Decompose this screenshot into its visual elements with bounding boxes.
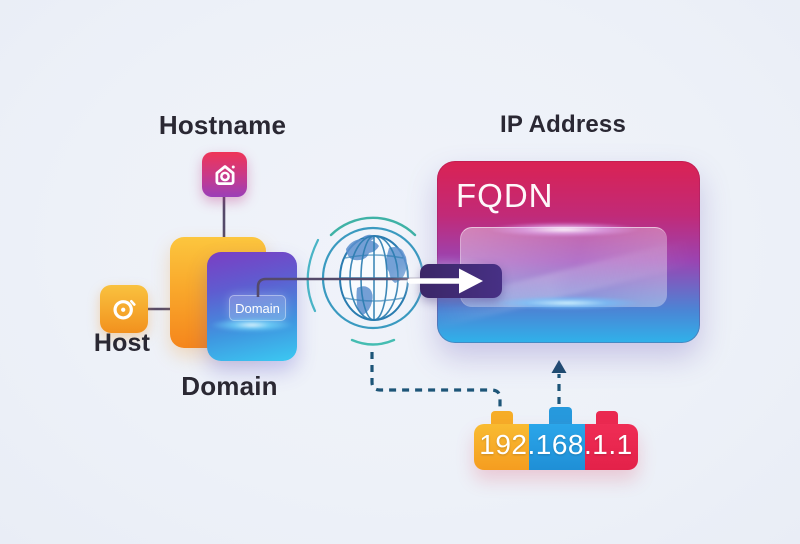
ip-octet-tab-3 — [596, 411, 618, 426]
domain-card: Domain — [207, 252, 297, 361]
ip-address-value: 192.168.1.1 — [479, 429, 633, 460]
ip-segment-orange — [474, 424, 529, 470]
dns-lookup-dashed-path — [370, 352, 561, 417]
host-icon — [100, 285, 148, 333]
domain-chip: Domain — [229, 295, 286, 321]
domain-glow — [210, 318, 294, 332]
domain-label: Domain — [181, 371, 278, 401]
ip-address-block — [474, 424, 638, 470]
home-icon — [215, 164, 235, 185]
ip-octet-tab-2 — [549, 407, 572, 426]
node-circle-icon — [113, 299, 136, 320]
domain-to-globe-line — [256, 277, 452, 297]
ip-segment-blue — [529, 424, 585, 470]
hostname-label: Hostname — [158, 110, 287, 140]
host-label: Host — [93, 329, 151, 357]
arrow-up-icon — [551, 360, 567, 373]
fqdn-title: FQDN — [456, 177, 554, 214]
domain-chip-label: Domain — [235, 300, 280, 316]
fqdn-card: FQDN — [427, 161, 700, 343]
hostname-icon — [202, 152, 247, 197]
ip-octet-tab-1 — [491, 411, 513, 426]
ip-segment-red — [585, 424, 638, 470]
ip-address-label: IP Address — [499, 111, 627, 138]
